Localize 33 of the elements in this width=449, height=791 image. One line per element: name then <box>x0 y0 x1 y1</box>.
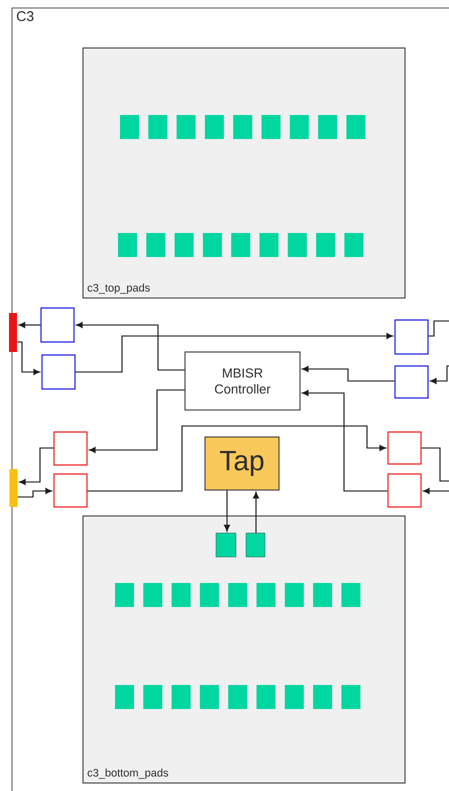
pad <box>216 532 236 558</box>
arrow <box>18 322 40 328</box>
register-box <box>40 307 75 343</box>
pad-group-box <box>82 48 406 298</box>
arrow <box>302 390 388 492</box>
tap-box: Tap <box>204 436 280 490</box>
register-box <box>394 319 429 355</box>
port-bar <box>9 313 17 352</box>
arrow <box>89 389 184 454</box>
chip-frame <box>12 8 449 791</box>
arrow <box>302 366 394 382</box>
arrow <box>76 333 393 373</box>
controller-box: MBISR Controller <box>184 352 300 410</box>
register-box <box>41 354 76 390</box>
pad <box>246 532 266 558</box>
arrow <box>76 322 184 371</box>
arrow <box>19 447 54 486</box>
chip-label: C3 <box>16 11 34 22</box>
arrow <box>88 425 386 492</box>
arrow <box>17 341 40 376</box>
group-label: c3_top_pads <box>88 284 150 294</box>
arrow <box>430 365 449 384</box>
register-box <box>53 473 88 508</box>
group-label: c3_bottom_pads <box>88 768 168 779</box>
register-box <box>387 431 422 465</box>
arrow <box>224 490 230 532</box>
register-box <box>387 473 422 508</box>
arrow <box>423 488 449 494</box>
register-box <box>53 431 88 466</box>
arrow <box>18 488 52 498</box>
register-box <box>394 365 429 399</box>
port-bar <box>10 469 18 507</box>
arrow <box>252 492 260 533</box>
